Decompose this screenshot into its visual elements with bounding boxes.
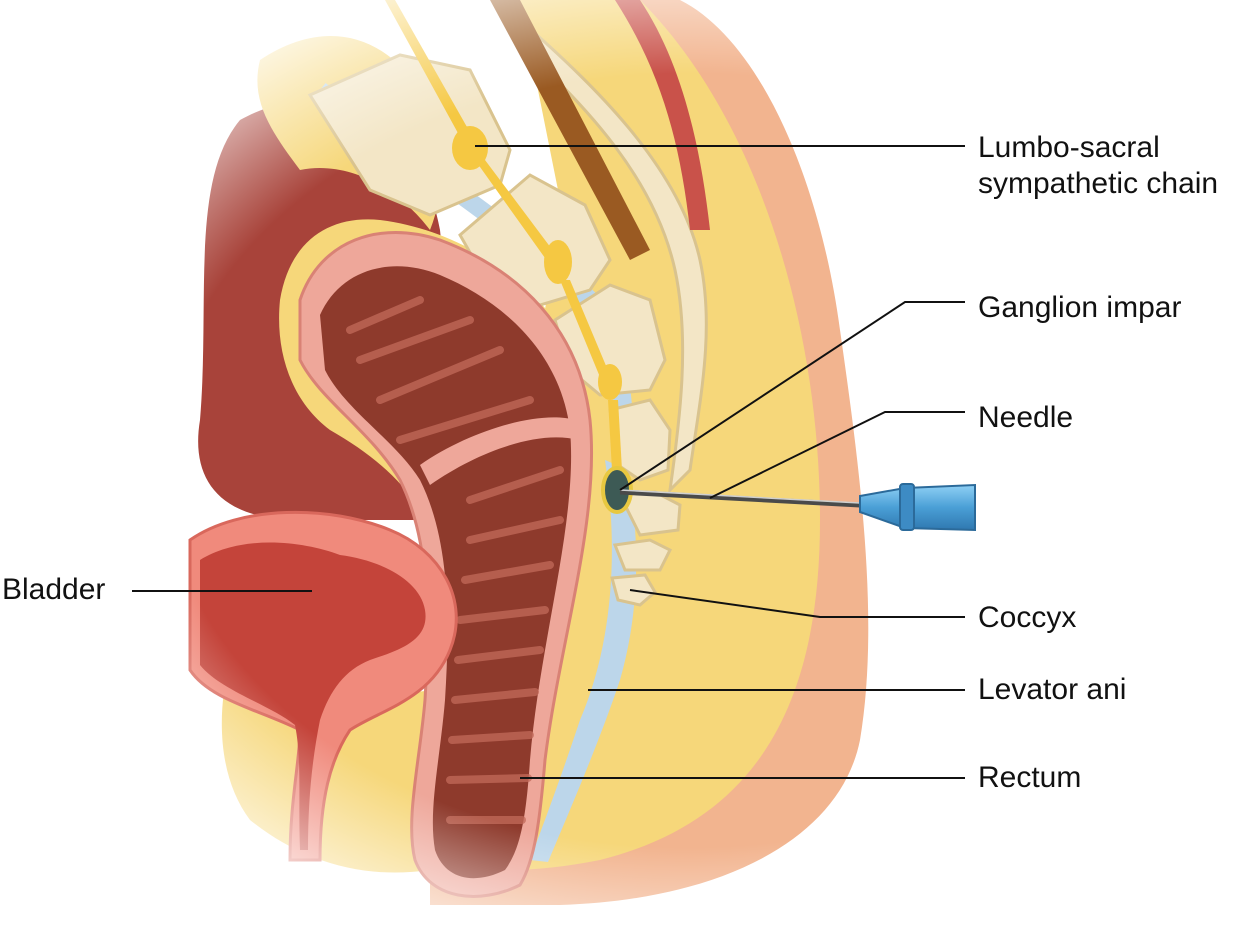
label-needle: Needle (978, 401, 1074, 434)
label-levator-ani: Levator ani (978, 673, 1127, 706)
leader-lines (132, 145, 965, 779)
label-coccyx: Coccyx (978, 601, 1077, 634)
label-ganglion-impar: Ganglion impar (978, 291, 1182, 324)
leader-needle (709, 411, 965, 499)
label-lumbo-sacral-line2: sympathetic chain (978, 167, 1219, 200)
label-bladder: Bladder (2, 573, 106, 606)
leader-ganglion-impar (619, 301, 965, 491)
label-lumbo-sacral-line1: Lumbo-sacral (978, 131, 1160, 164)
leader-coccyx (629, 589, 965, 618)
label-rectum: Rectum (978, 761, 1082, 794)
